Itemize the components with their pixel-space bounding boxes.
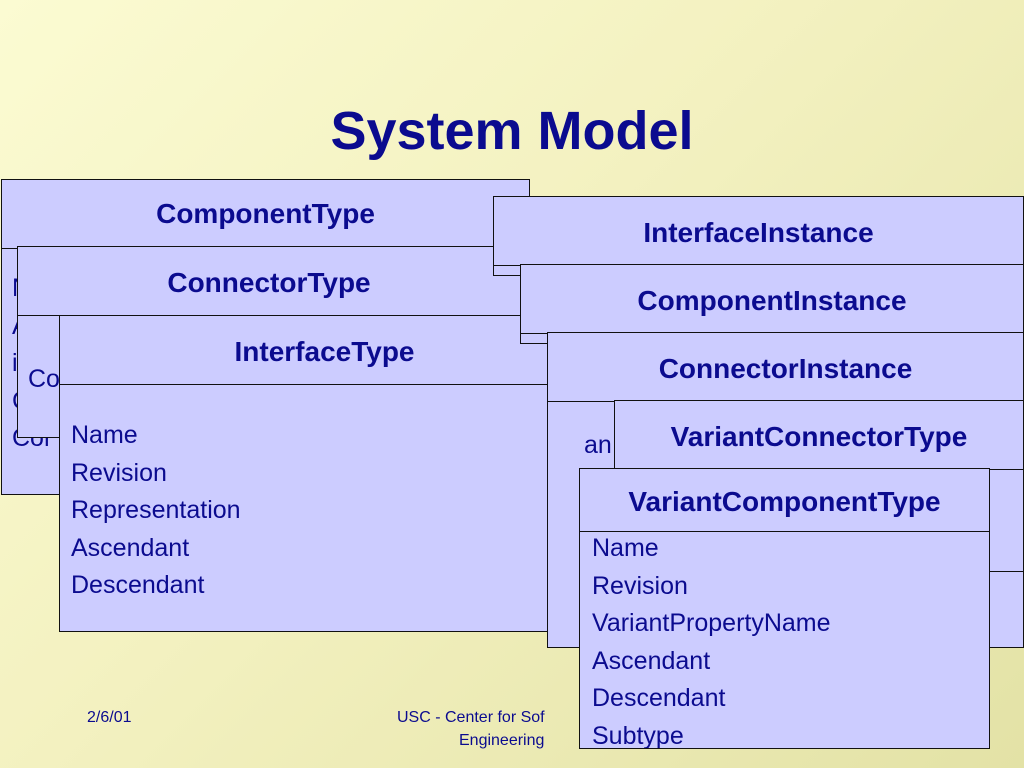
slide-title: System Model xyxy=(330,101,694,161)
connector-instance-peek: an xyxy=(584,431,612,459)
attribute-revision: Revision xyxy=(71,458,167,487)
interface-type-card: InterfaceType Name Revision Representati… xyxy=(59,315,590,632)
attribute-descendant: Descendant xyxy=(592,684,726,712)
attribute-descendant: Descendant xyxy=(71,571,205,599)
footer-date: 2/6/01 xyxy=(87,709,132,726)
component-type-header: ComponentType xyxy=(2,180,529,249)
attribute-name: Name xyxy=(71,421,138,449)
interface-instance-header: InterfaceInstance xyxy=(494,197,1023,266)
peek-line: i xyxy=(12,349,18,377)
variant-component-type-card: VariantComponentType Name Revision Varia… xyxy=(579,468,990,749)
attribute-subtype: Subtype xyxy=(592,721,684,749)
interface-type-attributes: Name Revision Representation Ascendant D… xyxy=(71,417,589,605)
footer-org-line2: Engineering xyxy=(459,732,545,749)
variant-connector-type-header: VariantConnectorType xyxy=(615,401,1023,470)
variant-component-type-header: VariantComponentType xyxy=(580,469,989,532)
connector-type-peek: Co xyxy=(28,365,60,393)
interface-type-header: InterfaceType xyxy=(60,316,589,385)
connector-type-header: ConnectorType xyxy=(18,247,520,316)
connector-instance-header: ConnectorInstance xyxy=(548,333,1023,402)
attribute-name: Name xyxy=(592,534,659,562)
attribute-variant-property-name: VariantPropertyName xyxy=(592,609,831,637)
footer-org-line1: USC - Center for Sof xyxy=(397,709,545,726)
attribute-representation: Representation xyxy=(71,496,241,524)
variant-component-type-attributes: Name Revision VariantPropertyName Ascend… xyxy=(592,530,989,749)
component-instance-header: ComponentInstance xyxy=(521,265,1023,334)
attribute-revision: Revision xyxy=(592,571,688,600)
attribute-ascendant: Ascendant xyxy=(592,646,711,675)
attribute-ascendant: Ascendant xyxy=(71,533,190,562)
